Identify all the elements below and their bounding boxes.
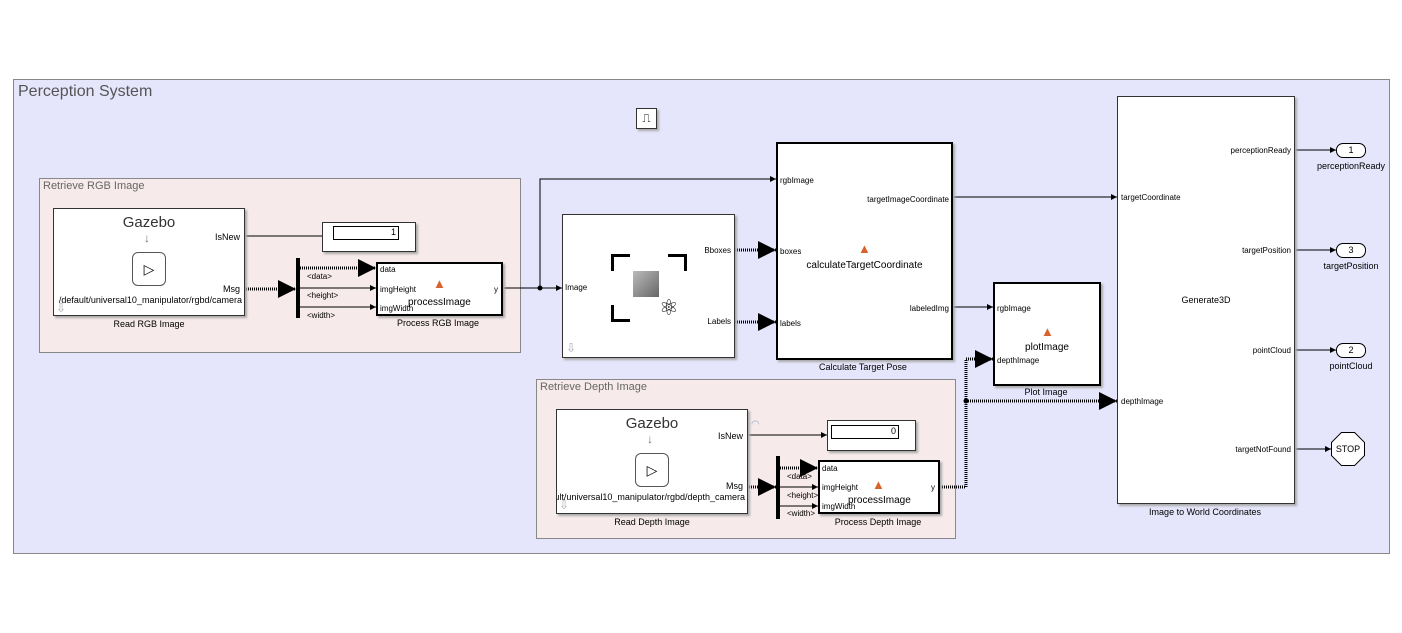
rgb-display-block[interactable]: 1 xyxy=(322,222,416,252)
rgb-display-value: 1 xyxy=(333,226,399,240)
port-y: y xyxy=(931,483,935,492)
wireless-icon: ◠ xyxy=(751,419,760,430)
sample-time-arrow-icon: ⇩ xyxy=(559,498,570,512)
bus-signal-width: <width> xyxy=(307,311,336,320)
topic-text: /default/universal10_manipulator/rgbd/de… xyxy=(557,492,745,502)
bus-signal-data: <data> xyxy=(307,272,332,281)
gazebo-header: Gazebo xyxy=(122,214,176,231)
port-rgbimage: rgbImage xyxy=(780,176,814,185)
port-targetposition: targetPosition xyxy=(1242,246,1291,255)
calculate-caption: Calculate Target Pose xyxy=(819,362,907,372)
depth-display-block[interactable]: 0 xyxy=(827,420,916,451)
function-name: processImage xyxy=(848,495,911,506)
subsystem-icon: ▷ xyxy=(635,453,669,487)
world-caption: Image to World Coordinates xyxy=(1149,507,1261,517)
sample-time-arrow-icon: ⇩ xyxy=(566,341,577,355)
object-detector-block[interactable]: Image Bboxes Labels ⚛ ⇩ xyxy=(562,214,735,358)
calculate-target-pose-block[interactable]: rgbImage boxes labels targetImageCoordin… xyxy=(776,142,953,360)
function-name: plotImage xyxy=(1025,342,1069,353)
depth-display-value: 0 xyxy=(831,425,899,439)
port-data: data xyxy=(380,265,396,274)
port-pointcloud: pointCloud xyxy=(1252,346,1291,355)
pulse-generator-block[interactable]: ⎍ xyxy=(636,108,657,129)
port-imgheight: imgHeight xyxy=(380,285,417,294)
function-name: Generate3D xyxy=(1181,295,1231,305)
process-rgb-caption: Process RGB Image xyxy=(396,318,480,328)
bus-signal-height: <height> xyxy=(787,491,819,500)
matlab-icon: ▲ xyxy=(433,276,446,291)
bus-signal-height: <height> xyxy=(307,291,339,300)
port-imgwidth: imgWidth xyxy=(380,304,414,313)
port-labels: labels xyxy=(780,319,801,328)
outport-point-cloud[interactable]: 2 xyxy=(1336,343,1366,358)
matlab-icon: ▲ xyxy=(872,477,885,492)
port-labeledimg: labeledImg xyxy=(909,304,949,313)
port-targetimagecoordinate: targetImageCoordinate xyxy=(867,195,949,204)
subsystem-icon: ▷ xyxy=(132,252,166,286)
retrieve-depth-title: Retrieve Depth Image xyxy=(540,381,647,393)
port-rgbimage: rgbImage xyxy=(997,304,1031,313)
port-labels: Labels xyxy=(707,317,731,326)
matlab-icon: ▲ xyxy=(1041,324,1054,339)
port-bboxes: Bboxes xyxy=(704,246,731,255)
arrow-down-icon: ↓ xyxy=(144,231,150,245)
line-rgbimage xyxy=(539,176,776,288)
sample-time-arrow-icon: ⇩ xyxy=(56,301,67,315)
isnew-port: IsNew xyxy=(214,232,240,242)
outport-point-cloud-label: pointCloud xyxy=(1329,361,1373,371)
port-y: y xyxy=(494,285,498,294)
msg-port: Msg xyxy=(222,284,240,294)
port-perceptionready: perceptionReady xyxy=(1230,146,1291,155)
function-name: calculateTargetCoordinate xyxy=(806,260,923,271)
read-depth-caption: Read Depth Image xyxy=(614,517,690,527)
gazebo-header: Gazebo xyxy=(625,415,679,432)
neural-network-icon: ⚛ xyxy=(659,295,679,320)
function-name: processImage xyxy=(408,297,471,308)
outport-target-position[interactable]: 3 xyxy=(1336,243,1366,258)
process-rgb-image-block[interactable]: data imgHeight imgWidth y ▲ processImage xyxy=(376,262,503,316)
bus-signal-width: <width> xyxy=(787,509,816,518)
port-imgwidth: imgWidth xyxy=(822,502,856,511)
port-targetnotfound: targetNotFound xyxy=(1235,445,1291,454)
cube-icon xyxy=(633,271,659,297)
port-imgheight: imgHeight xyxy=(822,483,859,492)
port-data: data xyxy=(822,464,838,473)
port-image: Image xyxy=(565,283,588,292)
depth-bus-selector[interactable] xyxy=(776,456,780,519)
stop-label: STOP xyxy=(1332,433,1364,465)
port-depthimage: depthImage xyxy=(997,356,1040,365)
retrieve-rgb-title: Retrieve RGB Image xyxy=(43,180,145,192)
rgb-bus-selector[interactable] xyxy=(296,258,300,318)
port-targetcoordinate: targetCoordinate xyxy=(1121,193,1181,202)
process-depth-caption: Process Depth Image xyxy=(834,517,922,527)
line-depth-y xyxy=(938,350,993,489)
outport-target-position-label: targetPosition xyxy=(1323,261,1379,271)
isnew-port: IsNew xyxy=(717,431,743,441)
topic-text: /default/universal10_manipulator/rgbd/ca… xyxy=(58,295,242,305)
read-rgb-caption: Read RGB Image xyxy=(113,319,185,329)
plot-image-block[interactable]: rgbImage depthImage ▲ plotImage xyxy=(993,282,1101,386)
arrow-down-icon: ↓ xyxy=(647,432,653,446)
perception-system-title: Perception System xyxy=(18,83,153,100)
outport-perception-ready-label: perceptionReady xyxy=(1316,161,1386,171)
outport-perception-ready[interactable]: 1 xyxy=(1336,143,1366,158)
port-boxes: boxes xyxy=(780,247,802,256)
msg-port: Msg xyxy=(725,481,743,491)
stop-block[interactable]: STOP xyxy=(1331,432,1365,466)
read-rgb-image-block[interactable]: Gazebo ↓ ▷ /default/universal10_manipula… xyxy=(53,208,245,316)
process-depth-image-block[interactable]: data imgHeight imgWidth y ▲ processImage xyxy=(818,460,940,514)
port-depthimage: depthImage xyxy=(1121,397,1164,406)
matlab-icon: ▲ xyxy=(858,241,871,256)
bus-signal-data: <data> xyxy=(787,472,812,481)
plot-caption: Plot Image xyxy=(1024,387,1068,397)
read-depth-image-block[interactable]: Gazebo ↓ ▷ /default/universal10_manipula… xyxy=(556,409,748,514)
image-to-world-block[interactable]: targetCoordinate depthImage perceptionRe… xyxy=(1117,96,1295,504)
